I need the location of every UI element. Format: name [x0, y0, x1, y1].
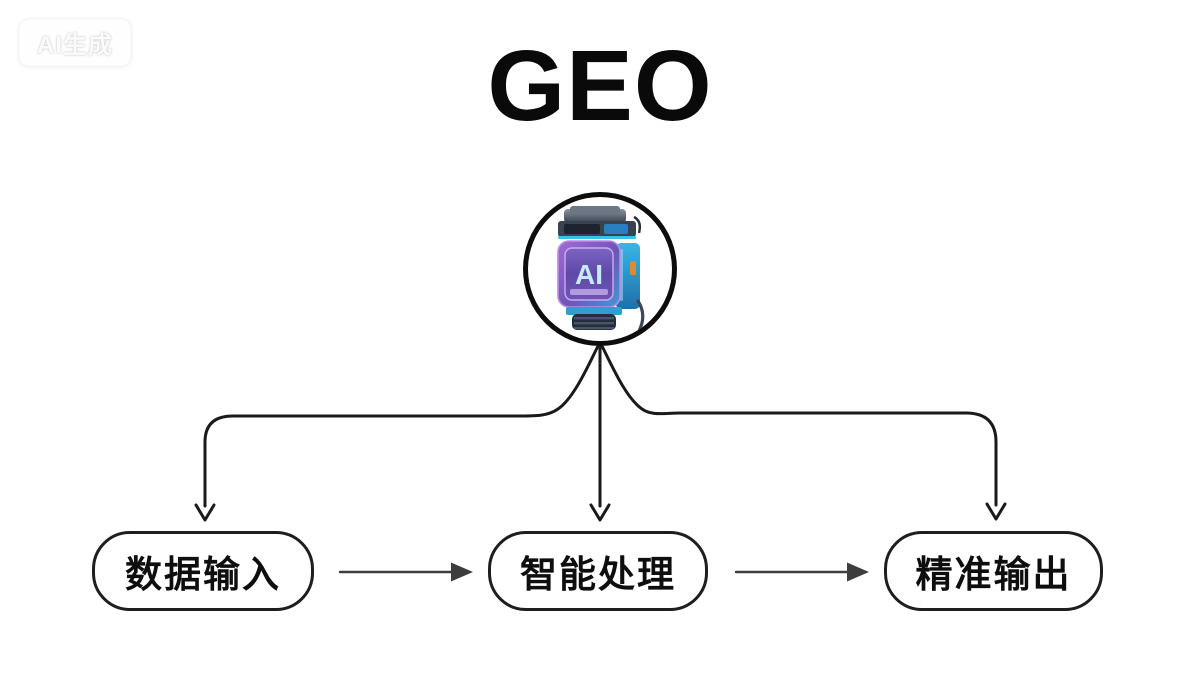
- arrowhead-down-output: [985, 502, 1007, 521]
- edge-hub-to-input: [203, 344, 600, 508]
- node-smart-processing: 智能处理: [488, 531, 708, 611]
- node-label: 精准输出: [915, 554, 1072, 595]
- node-label: 智能处理: [520, 554, 676, 595]
- node-data-input: 数据输入: [92, 531, 314, 611]
- edge-hub-to-output: [600, 344, 998, 507]
- arrowhead-down-process: [589, 503, 611, 522]
- node-precise-output: 精准输出: [884, 531, 1103, 611]
- node-label: 数据输入: [125, 554, 281, 595]
- hub-circle: AI: [523, 192, 677, 346]
- arrowhead-down-input: [194, 503, 216, 522]
- ai-generated-watermark: AI生成: [18, 18, 132, 67]
- arrowhead-right-1: [451, 562, 473, 582]
- arrowhead-right-2: [847, 562, 869, 582]
- ai-chip-icon: AI: [557, 206, 645, 333]
- chip-label: AI: [575, 259, 603, 290]
- page-title: GEO: [487, 30, 713, 142]
